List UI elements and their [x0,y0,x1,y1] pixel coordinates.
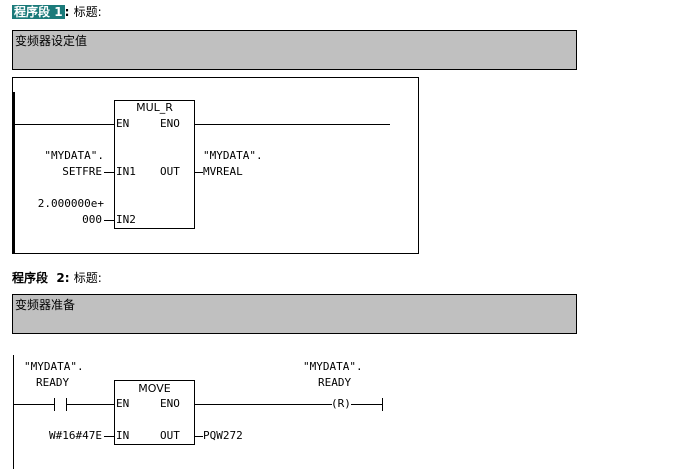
mul-r-in2-operand-line2[interactable]: 000 [82,213,102,226]
network-1-power-rail [12,92,15,253]
mul-r-out-pin: OUT [160,165,180,178]
n2-in-stub [104,436,114,437]
n2-rail-wire [13,404,54,405]
contact-left-bar[interactable] [54,398,55,411]
coil-operand-db[interactable]: "MYDATA". [303,360,363,373]
network-2-comment[interactable]: 变频器准备 [12,294,577,334]
mul-r-block-name: MUL_R [136,101,173,114]
n2-out-stub [194,436,203,437]
network-1-title-label: 标题: [73,5,102,19]
mul-r-block[interactable] [114,100,195,229]
move-block[interactable] [114,380,195,445]
move-block-name: MOVE [138,382,171,395]
contact-right-bar[interactable] [66,398,67,411]
n1-en-wire [14,124,114,125]
network-2-title-label: 标题: [73,271,102,285]
move-out-operand[interactable]: PQW272 [203,429,243,442]
mul-r-out-operand-db[interactable]: "MYDATA". [203,149,263,162]
n2-end-bar [382,398,383,411]
coil-operand-var[interactable]: READY [318,376,352,389]
mul-r-in1-operand-db[interactable]: "MYDATA". [44,149,104,162]
n1-in2-stub [104,220,114,221]
move-eno-pin: ENO [160,397,180,410]
network-2-power-rail [13,355,14,469]
network-1-title[interactable]: 程序段 1: 标题: [12,5,102,19]
network-1-label-selected[interactable]: 程序段 1 [12,5,65,19]
move-in-pin: IN [116,429,130,442]
n1-eno-wire [194,124,390,125]
mul-r-in2-pin: IN2 [116,213,136,226]
move-out-pin: OUT [160,429,180,442]
mul-r-in1-operand-var[interactable]: SETFRE [62,165,102,178]
n2-coil-wire [351,404,382,405]
contact-operand-db[interactable]: "MYDATA". [24,360,84,373]
reset-coil[interactable]: (R) [331,397,351,410]
mul-r-en-pin: EN [116,117,130,130]
n1-in1-stub [104,172,114,173]
n2-eno-wire [194,404,332,405]
n1-out-stub [194,172,203,173]
n2-contact-wire [67,404,114,405]
network-1-comment[interactable]: 变频器设定值 [12,30,577,70]
mul-r-in1-pin: IN1 [116,165,136,178]
mul-r-out-operand-var[interactable]: MVREAL [203,165,243,178]
contact-operand-var[interactable]: READY [36,376,70,389]
move-in-operand[interactable]: W#16#47E [49,429,102,442]
network-2-title[interactable]: 程序段 2: 标题: [12,271,102,285]
mul-r-in2-operand-line1[interactable]: 2.000000e+ [37,197,104,210]
mul-r-eno-pin: ENO [160,117,180,130]
move-en-pin: EN [116,397,130,410]
